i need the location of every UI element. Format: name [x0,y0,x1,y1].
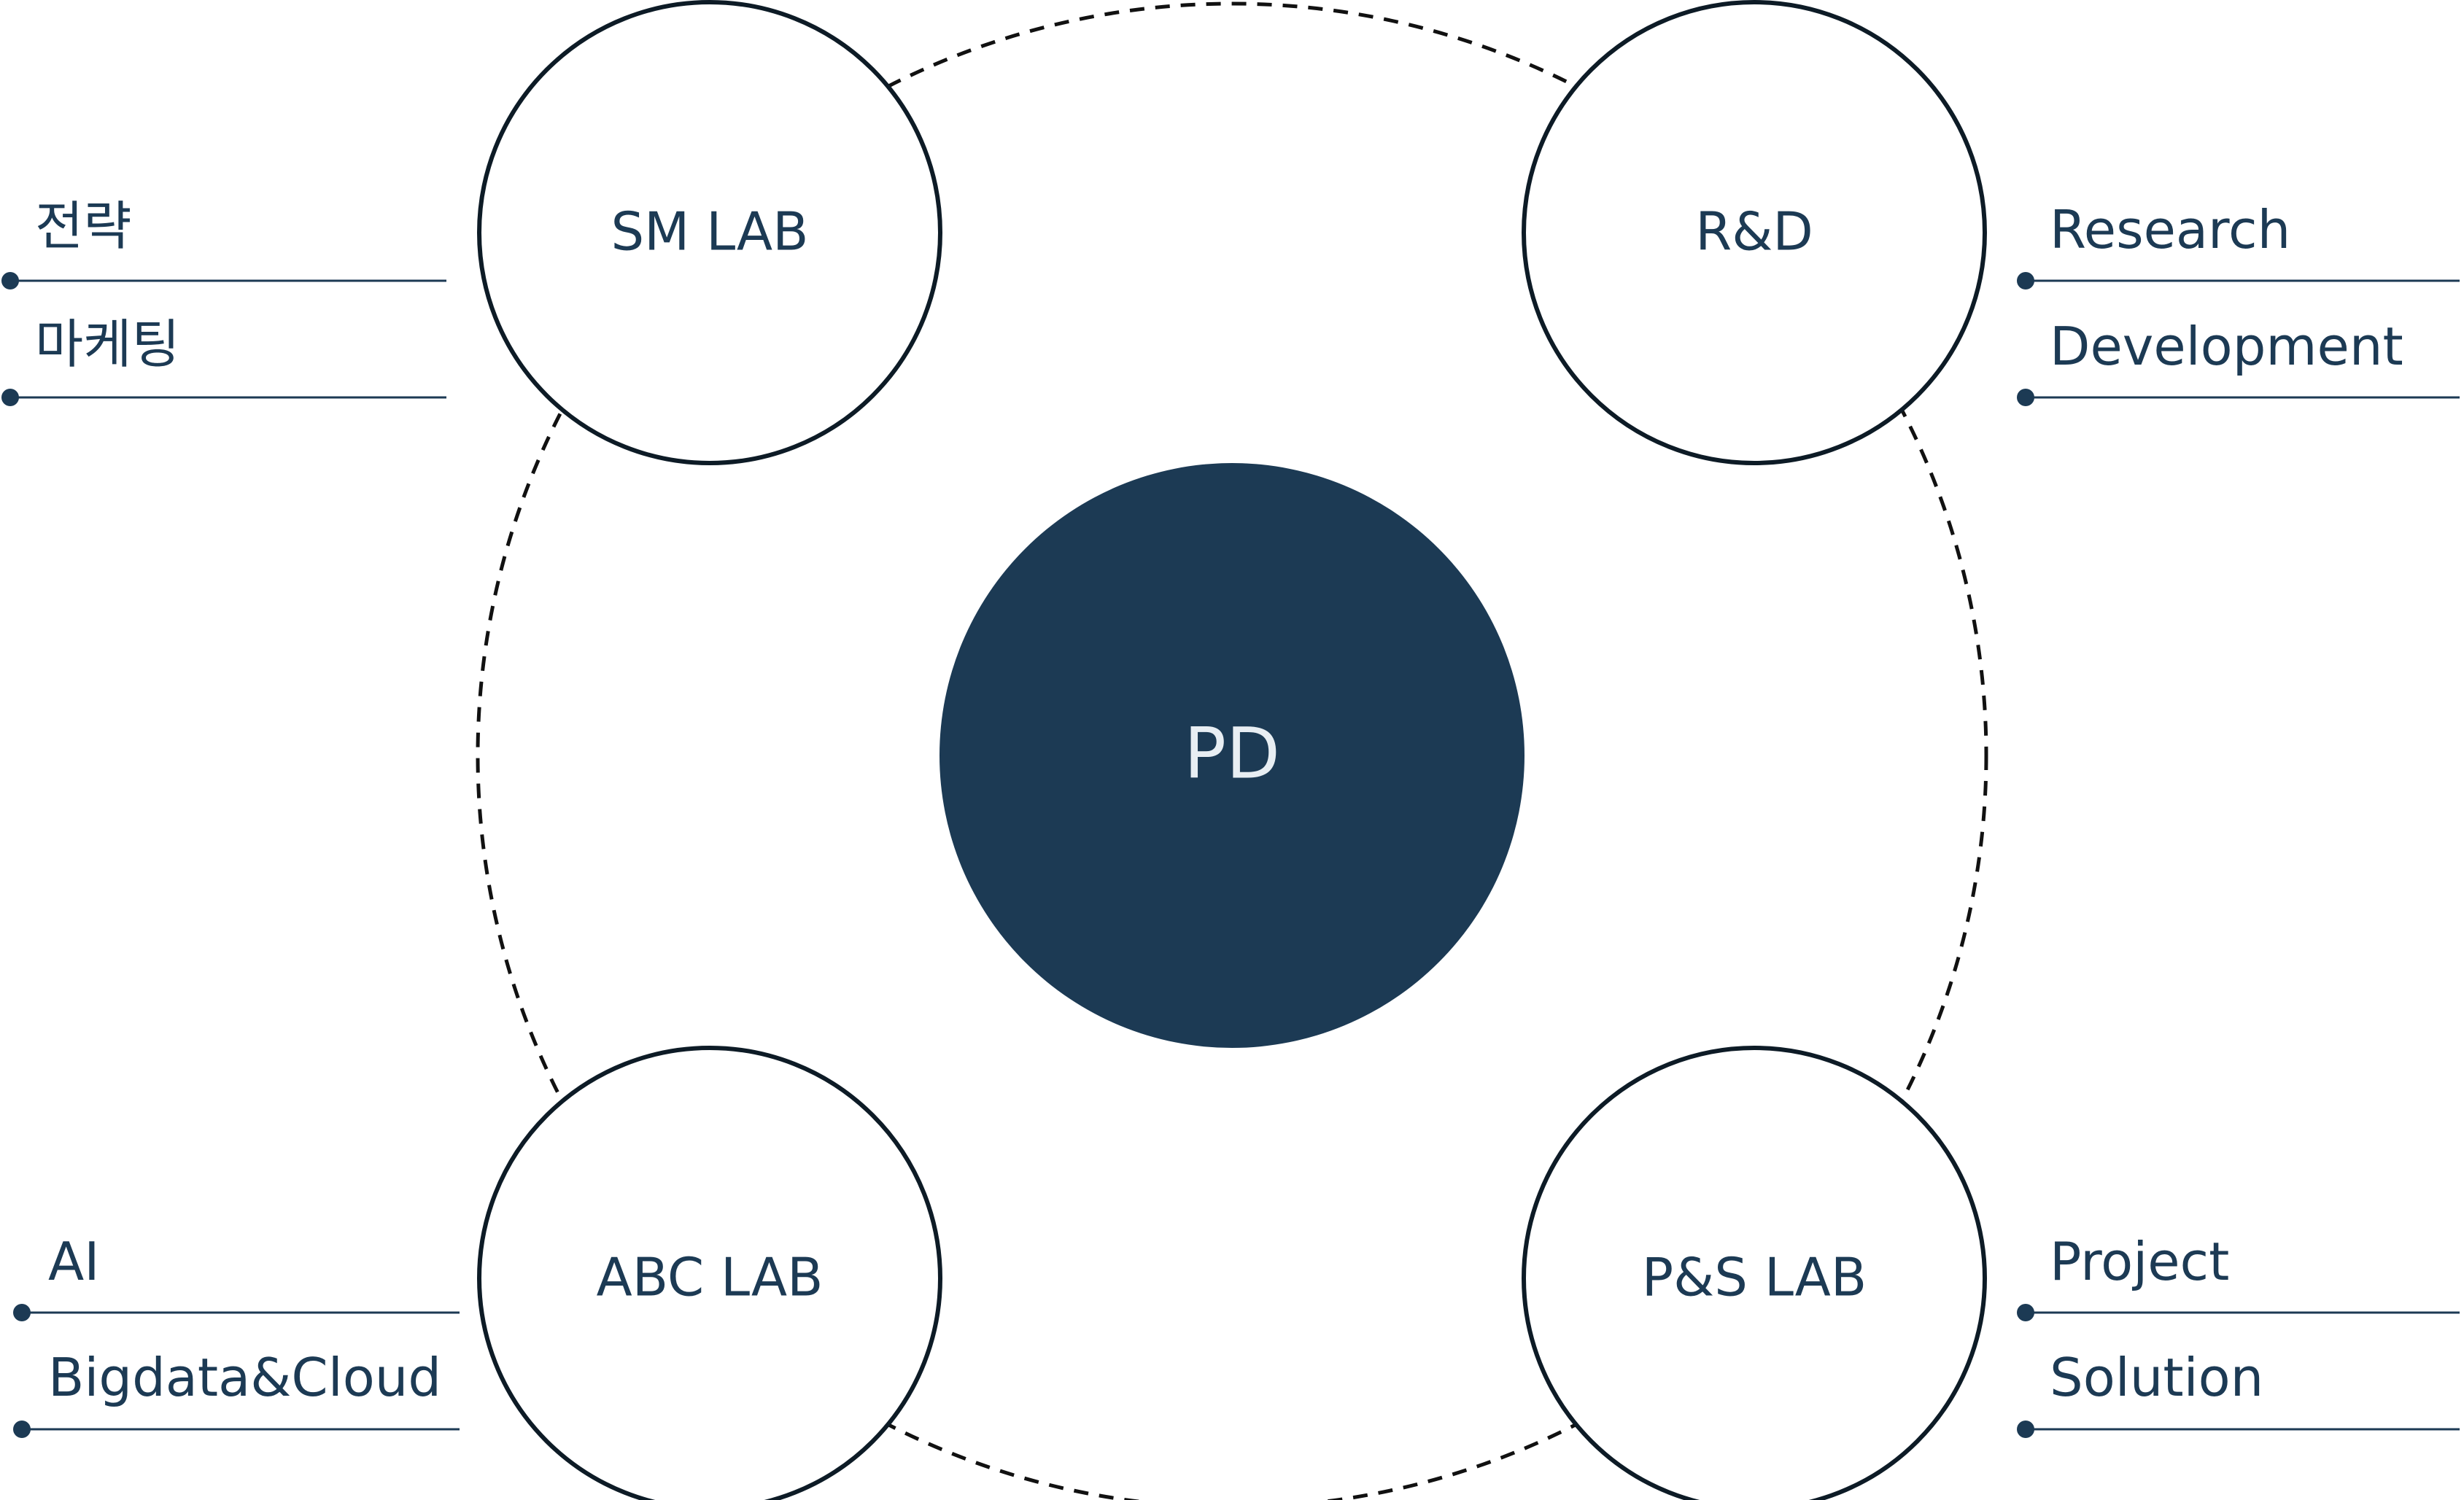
lab-circle-sm [477,0,942,465]
center-circle [940,463,1524,1048]
abc-lab-item-1-label: Bigdata&Cloud [48,1347,441,1408]
lab-label-rd: R&D [1695,201,1813,263]
list-item: AI [13,1231,460,1321]
lab-node-sm: SM LAB [477,0,942,465]
orbit-ring [476,1,1988,1500]
lab-label-abc: ABC LAB [597,1247,824,1308]
bullet-dot [2017,1304,2034,1321]
bullet-dot [1,389,19,406]
center-node-pd: PD [940,463,1524,1048]
sm-lab-item-1-label: 마케팅 [35,314,180,375]
sm-lab-item-0-label: 전략 [35,195,131,257]
bullet-dot [13,1421,31,1438]
list-item: Development [2017,316,2460,406]
lab-label-sm: SM LAB [611,201,808,263]
lab-node-ps: P&S LAB [1522,1046,1987,1500]
rd-item-1-label: Development [2050,316,2403,377]
bullet-dot [13,1304,31,1321]
lab-node-abc: ABC LAB [477,1046,942,1500]
list-item: Bigdata&Cloud [13,1347,460,1438]
abc-lab-item-0-label: AI [48,1231,100,1292]
ps-lab-item-1-label: Solution [2050,1347,2263,1408]
list-item: 전략 [1,195,446,289]
sm-lab-item-list: 전략 마케팅 [1,195,446,406]
bullet-dot [2017,389,2034,406]
bullet-dot [2017,1421,2034,1438]
rd-item-0-label: Research [2050,199,2290,260]
lab-circle-abc [477,1046,942,1500]
center-label: PD [1184,712,1280,794]
abc-lab-item-list: AI Bigdata&Cloud [13,1231,460,1438]
lab-circle-ps [1522,1046,1987,1500]
list-item: Solution [2017,1347,2460,1438]
list-item: Project [2017,1231,2460,1321]
list-item: 마케팅 [1,314,446,406]
lab-label-ps: P&S LAB [1642,1247,1867,1308]
bullet-dot [2017,272,2034,289]
ps-lab-item-0-label: Project [2050,1231,2229,1292]
lab-circle-rd [1522,0,1987,465]
rd-item-list: Research Development [2017,199,2460,406]
lab-node-rd: R&D [1522,0,1987,465]
list-item: Research [2017,199,2460,289]
ps-lab-item-list: Project Solution [2017,1231,2460,1438]
bullet-dot [1,272,19,289]
